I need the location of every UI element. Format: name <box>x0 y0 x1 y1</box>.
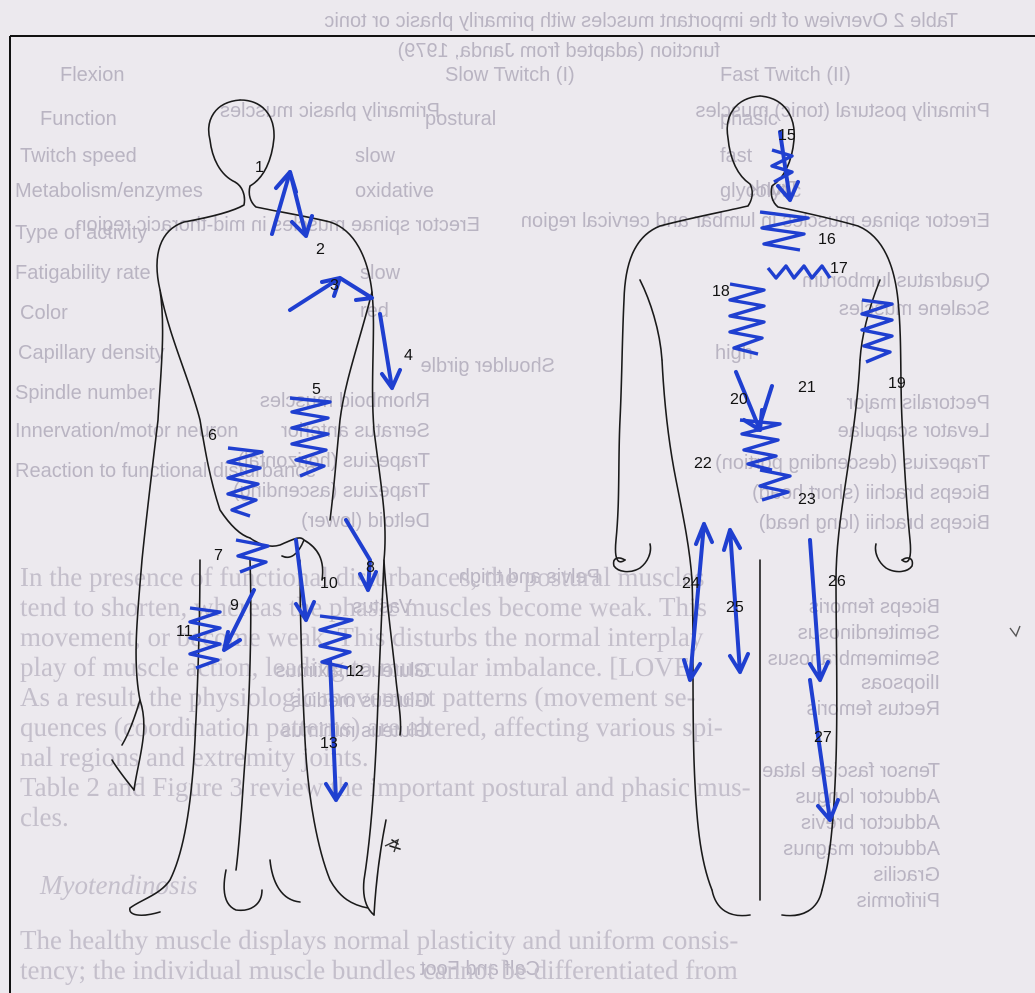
label-16: 16 <box>818 231 836 248</box>
arrow-markings <box>224 132 838 820</box>
label-13: 13 <box>320 735 338 752</box>
label-11: 11 <box>176 623 193 640</box>
arrow-9 <box>224 590 254 650</box>
label-3: 3 <box>330 277 339 294</box>
label-8: 8 <box>366 559 375 576</box>
label-7: 7 <box>214 547 223 564</box>
arrow-8 <box>346 520 376 590</box>
label-21: 21 <box>798 379 816 396</box>
label-19: 19 <box>888 375 906 392</box>
label-27: 27 <box>814 729 832 746</box>
label-6: 6 <box>208 427 217 444</box>
arrow-2 <box>290 172 312 236</box>
label-17: 17 <box>830 260 848 277</box>
label-9: 9 <box>230 597 239 614</box>
zigzag-12 <box>320 616 352 668</box>
label-1: 1 <box>255 159 264 176</box>
arrow-26 <box>810 540 828 680</box>
zigzag-6 <box>228 448 262 516</box>
arrow-4 <box>380 314 400 388</box>
label-5: 5 <box>312 381 321 398</box>
label-23: 23 <box>798 491 816 508</box>
zigzag-18 <box>730 284 764 354</box>
label-12: 12 <box>346 663 364 680</box>
zigzag-17 <box>768 266 830 278</box>
zigzag-19 <box>862 300 892 362</box>
label-22: 22 <box>694 455 712 472</box>
label-15: 15 <box>778 127 796 144</box>
pen-mark <box>1010 626 1020 636</box>
label-26: 26 <box>828 573 846 590</box>
back-body-outline <box>614 96 913 916</box>
label-2: 2 <box>316 241 325 258</box>
label-18: 18 <box>712 283 730 300</box>
zigzag-5 <box>290 398 330 476</box>
label-10: 10 <box>320 575 338 592</box>
zigzag-23 <box>760 470 790 500</box>
label-4: 4 <box>404 347 413 364</box>
label-24: 24 <box>682 575 700 592</box>
zigzag-7 <box>236 540 268 572</box>
arrow-13 <box>326 660 346 800</box>
front-body-outline <box>112 100 401 915</box>
label-25: 25 <box>726 599 744 616</box>
label-20: 20 <box>730 391 748 408</box>
arrow-10 <box>296 540 314 620</box>
zigzag-16 <box>760 212 808 250</box>
zigzag-11 <box>190 608 220 668</box>
